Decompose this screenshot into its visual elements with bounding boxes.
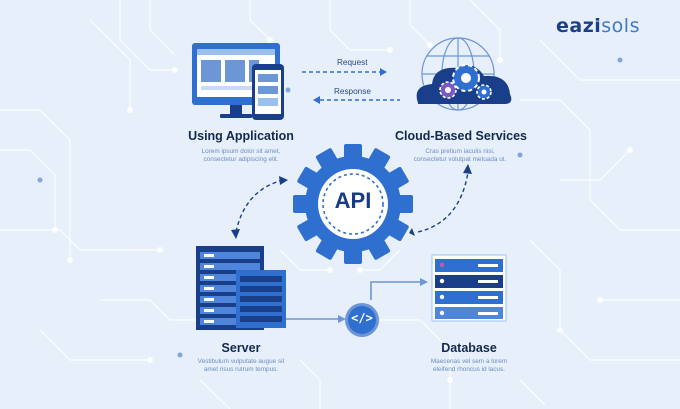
cloud-title: Cloud-Based Services	[395, 129, 527, 143]
api-gear-icon	[293, 144, 413, 264]
code-icon	[345, 303, 379, 337]
database-icon	[431, 254, 507, 322]
app-title: Using Application	[188, 129, 294, 143]
app-description: Lorem ipsum dolor sit amet,consectetur a…	[201, 148, 281, 164]
database-title: Database	[441, 341, 497, 355]
cloud-description: Cras pretium iaculis nisi,consectetur vo…	[413, 148, 507, 164]
server-rack-icon	[196, 246, 286, 330]
api-label: API	[334, 188, 372, 213]
response-arrow	[313, 96, 400, 104]
response-label: Response	[334, 87, 371, 96]
api-connectors	[235, 171, 469, 233]
server-title: Server	[221, 341, 261, 355]
request-arrow	[302, 68, 387, 76]
data-flow-connector	[286, 281, 422, 320]
cloud-gears-icon	[416, 37, 512, 111]
phone-icon	[252, 64, 284, 120]
code-label: </>	[351, 311, 373, 325]
brand-logo: eazisols	[556, 15, 640, 37]
request-label: Request	[337, 58, 368, 67]
